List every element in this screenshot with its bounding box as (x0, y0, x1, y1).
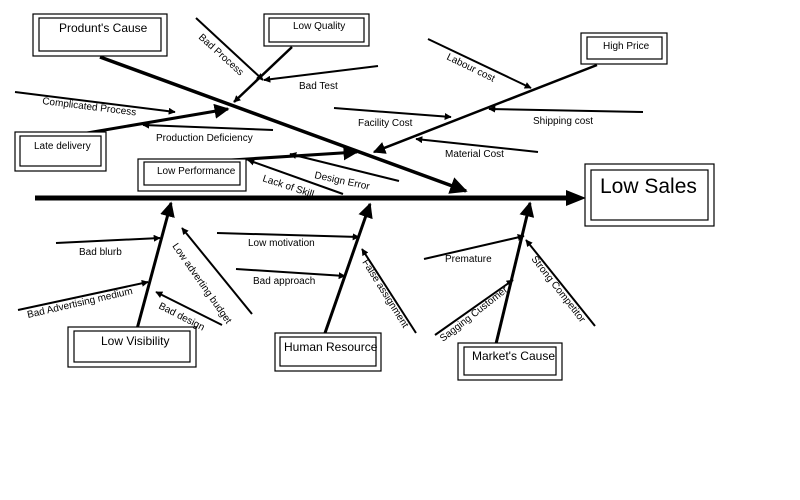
category-label-low-visibility: Low Visibility (101, 334, 169, 348)
cause-label-false-assignment: False assignment (359, 258, 410, 330)
bone-market (493, 201, 535, 349)
category-label-low-quality: Low Quality (293, 21, 345, 32)
arrow-facility-cost (333, 107, 452, 121)
category-label-late-delivery: Late delivery (34, 141, 91, 152)
arrow-low-quality (233, 46, 293, 103)
category-box-low-visibility: Low Visibility (67, 326, 197, 368)
category-box-low-quality: Low Quality (263, 13, 370, 47)
category-label-human-resource: Human Resource (284, 340, 378, 354)
category-box-product: Produnt's Cause (32, 13, 168, 57)
cause-label-facility-cost: Facility Cost (358, 118, 413, 129)
bone-human-resource (323, 202, 373, 334)
category-box-late-delivery: Late delivery (14, 131, 107, 172)
arrow-low-motivation (216, 232, 360, 241)
category-box-human-resource: Human Resource (274, 332, 382, 372)
cause-label-bad-advertising-medium: Bad Advertising medium (26, 286, 134, 321)
arrow-low-adverting-budget (181, 227, 253, 315)
arrow-production-deficiency (142, 121, 274, 131)
cause-label-strong-competitor: Strong Competitor (529, 254, 588, 325)
cause-label-bad-test: Bad Test (299, 81, 338, 92)
category-label-low-performance: Low Performance (157, 166, 236, 177)
arrow-shipping-cost (488, 105, 644, 113)
cause-label-bad-approach: Bad approach (253, 276, 315, 287)
cause-label-low-motivation: Low motivation (248, 238, 315, 249)
category-box-high-price: High Price (580, 32, 668, 65)
cause-label-production-deficiency: Production Deficiency (156, 133, 253, 144)
arrow-sagging-customer (434, 279, 514, 336)
arrow-design-error (289, 152, 400, 182)
spine-arrowhead (566, 190, 586, 206)
bone-late-delivery (86, 103, 230, 135)
arrow-bad-process (195, 17, 264, 81)
arrow-bad-blurb (55, 234, 161, 244)
arrow-lack-of-skill (247, 158, 344, 195)
arrow-bad-advertising-medium (17, 279, 149, 311)
cause-label-bad-blurb: Bad blurb (79, 247, 122, 258)
category-label-high-price: High Price (603, 41, 650, 52)
arrow-false-assignment (361, 248, 417, 334)
cause-label-material-cost: Material Cost (445, 149, 504, 160)
cause-label-premature: Premature (445, 254, 492, 265)
category-label-product: Produnt's Cause (59, 21, 148, 35)
category-label-market: Market's Cause (472, 349, 555, 363)
arrow-labour-cost (427, 38, 532, 89)
arrow-material-cost (415, 136, 539, 153)
bone-high-price (372, 63, 598, 154)
cause-label-sagging-customer: Sagging Customer (438, 284, 511, 344)
arrow-bad-test (263, 65, 379, 83)
bone-product (99, 55, 468, 194)
cause-label-complicated-process: Complicated Process (42, 96, 137, 118)
arrow-bad-design (155, 291, 223, 326)
arrow-complicated-process (14, 91, 176, 115)
category-box-market: Market's Cause (457, 342, 563, 381)
cause-label-design-error: Design Error (313, 170, 371, 193)
cause-label-shipping-cost: Shipping cost (533, 116, 593, 127)
bone-low-visibility (135, 201, 175, 330)
arrow-bad-approach (235, 268, 346, 280)
arrow-strong-competitor (525, 239, 596, 327)
category-box-low-performance: Low Performance (137, 158, 247, 192)
cause-label-bad-process: Bad Process (196, 32, 245, 78)
effect-box: Low Sales (584, 163, 715, 227)
effect-label: Low Sales (600, 175, 697, 198)
arrow-premature (423, 234, 525, 260)
